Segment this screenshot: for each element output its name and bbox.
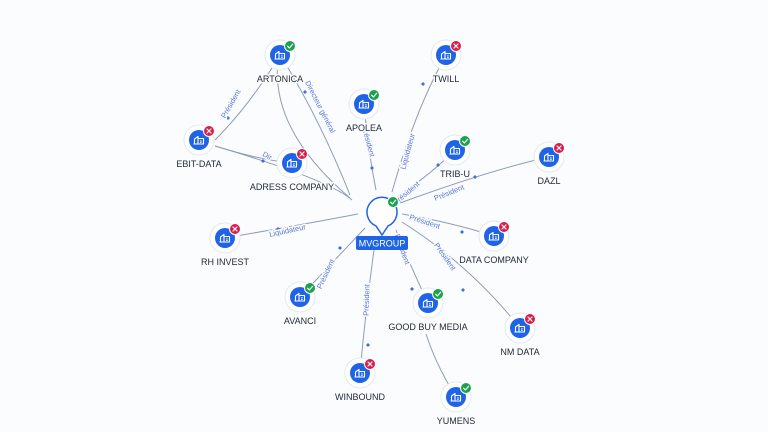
center-label-badge [356, 236, 408, 250]
check-icon [459, 135, 471, 147]
cross-icon [524, 313, 536, 325]
company-node-good-buy-media[interactable]: GOOD BUY MEDIA [387, 287, 469, 334]
company-name: DAZL [537, 176, 560, 186]
edge-arrow [303, 90, 307, 94]
check-icon [432, 288, 444, 300]
company-node-twill[interactable]: TWILL [430, 39, 462, 86]
edge-arrow [421, 82, 425, 86]
building-icon [488, 231, 500, 241]
company-node-dazl[interactable]: DAZL [533, 141, 565, 188]
edge-arrow [366, 343, 370, 347]
building-icon [354, 368, 366, 378]
company-name: NM DATA [500, 347, 539, 357]
company-node-yumens[interactable]: YUMENS [435, 381, 477, 428]
check-icon [284, 40, 296, 52]
company-node-avanci[interactable]: AVANCI [282, 281, 318, 328]
nodes-layer: ARTONICA EBIT-DATA ADRESS COMPANY APOLEA TWI… [175, 39, 565, 428]
cross-icon [229, 223, 241, 235]
edge-label-artonica: Directeur général [303, 79, 337, 135]
edge-label-rh-invest: Liquidateur [268, 222, 307, 239]
edge-label-winbound: Président [361, 283, 371, 316]
check-icon [387, 196, 399, 208]
company-name: TRIB-U [440, 169, 470, 179]
center-node[interactable]: MVGROUP [356, 196, 408, 251]
company-node-apolea[interactable]: APOLEA [344, 88, 384, 135]
company-name: APOLEA [346, 123, 382, 133]
edge-label-nm-data: Président [432, 241, 458, 273]
edge-arrow [461, 288, 465, 292]
building-icon [274, 50, 286, 60]
edge-rh-invest: Liquidateur [224, 213, 359, 240]
building-icon [376, 207, 388, 217]
cross-icon [498, 221, 510, 233]
company-name: AVANCI [284, 316, 316, 326]
building-icon [449, 145, 461, 155]
cross-icon [364, 358, 376, 370]
check-icon [304, 282, 316, 294]
edge-arrow [370, 166, 374, 170]
cross-icon [296, 148, 308, 160]
edge-arrow [261, 159, 265, 163]
check-icon [368, 89, 380, 101]
edge-label-data-company: Président [408, 212, 442, 231]
company-name: WINBOUND [335, 392, 385, 402]
cross-icon [450, 40, 462, 52]
company-name: RH INVEST [201, 257, 250, 267]
edge-arrow [226, 116, 230, 120]
edge-dazl: Président [399, 156, 550, 204]
cross-icon [553, 142, 565, 154]
cross-icon [203, 125, 215, 137]
check-icon [460, 382, 472, 394]
edge-arrow [410, 287, 414, 291]
company-name: YUMENS [437, 416, 476, 426]
building-icon [450, 392, 462, 402]
company-node-nm-data[interactable]: NM DATA [499, 312, 541, 359]
building-icon [422, 298, 434, 308]
building-icon [514, 323, 526, 333]
edge-arrow [338, 246, 342, 250]
company-node-artonica[interactable]: ARTONICA [255, 39, 305, 86]
edge-winbound: Président [359, 235, 377, 374]
edge-label-twill: Liquidateur [398, 132, 416, 171]
edge-label-avanci: Président [315, 257, 337, 290]
company-node-adress-company[interactable]: ADRESS COMPANY [248, 147, 336, 194]
edge-label-ebit-data: Président [219, 87, 243, 120]
company-name: GOOD BUY MEDIA [388, 322, 467, 332]
company-name: ADRESS COMPANY [250, 182, 334, 192]
building-icon [440, 50, 452, 60]
company-name: DATA COMPANY [459, 255, 529, 265]
building-icon [358, 99, 370, 109]
building-icon [219, 233, 231, 243]
edge-arrow [460, 230, 464, 234]
company-name: TWILL [433, 74, 460, 84]
company-name: ARTONICA [257, 74, 303, 84]
company-name: EBIT-DATA [176, 159, 221, 169]
company-node-data-company[interactable]: DATA COMPANY [458, 220, 530, 267]
edge-arrow [473, 175, 477, 179]
building-icon [294, 292, 306, 302]
center-name: MVGROUP [359, 239, 406, 249]
edge-arrow [436, 163, 440, 167]
edge-arrow [276, 227, 280, 231]
company-node-trib-u[interactable]: TRIB-U [439, 134, 472, 181]
company-node-ebit-data[interactable]: EBIT-DATA [175, 124, 223, 171]
building-icon [543, 152, 555, 162]
building-icon [286, 158, 298, 168]
building-icon [193, 135, 205, 145]
company-node-winbound[interactable]: WINBOUND [334, 357, 387, 404]
company-node-rh-invest[interactable]: RH INVEST [199, 222, 251, 269]
